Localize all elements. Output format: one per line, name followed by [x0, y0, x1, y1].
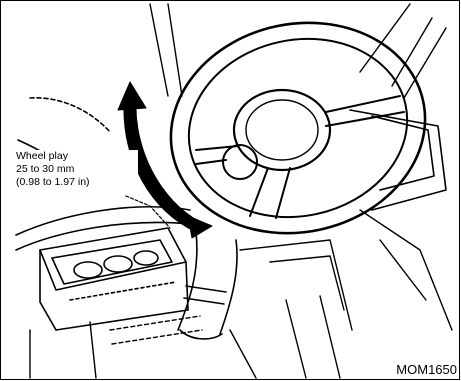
callout-line-2: 25 to 30 mm	[16, 163, 138, 176]
callout-line-3: (0.98 to 1.97 in)	[16, 176, 138, 189]
windshield-pillars	[150, 4, 446, 98]
instrument-panel	[40, 228, 188, 330]
callout-line-1: Wheel play	[16, 150, 138, 163]
figure-id: MOM1650	[396, 362, 457, 377]
wheel-play-callout: Wheel play 25 to 30 mm (0.98 to 1.97 in)	[16, 150, 138, 189]
steering-wheel	[151, 0, 445, 256]
lower-dash	[30, 210, 452, 378]
